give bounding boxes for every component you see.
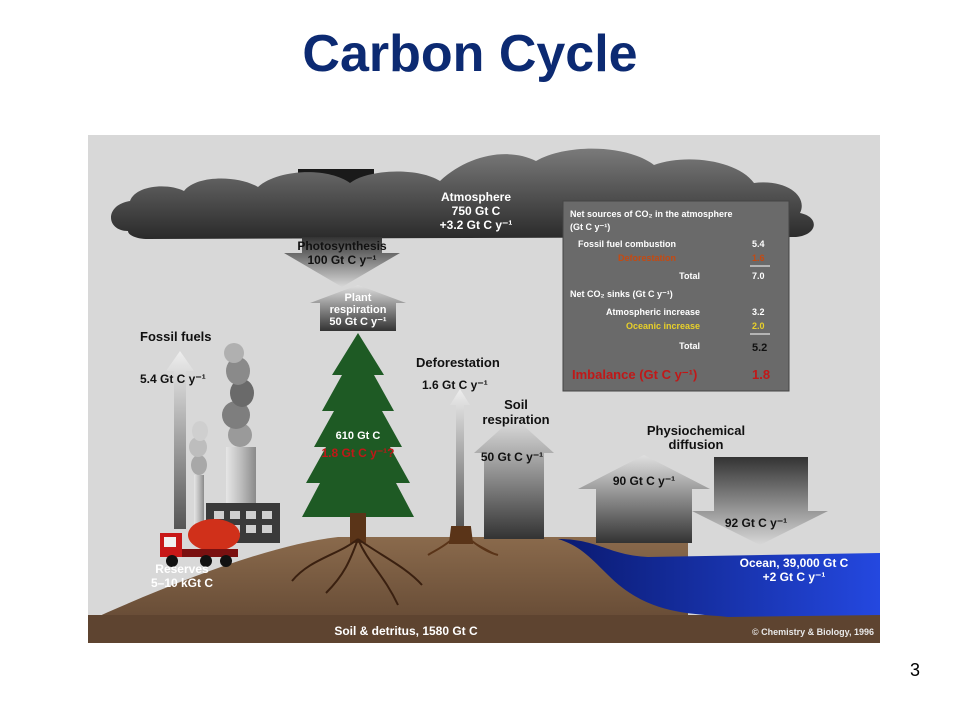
sources-heading-2: (Gt C y⁻¹) bbox=[570, 222, 610, 232]
factory bbox=[189, 343, 280, 543]
atmosphere-label: Atmosphere bbox=[441, 190, 511, 204]
soil-respiration-arrow bbox=[474, 417, 554, 539]
ocean-body bbox=[558, 539, 880, 617]
deforestation-value: 1.6 Gt C y⁻¹ bbox=[422, 378, 488, 392]
fossil-fuels-arrow bbox=[166, 351, 194, 529]
source-fossil-label: Fossil fuel combustion bbox=[578, 239, 676, 249]
sources-total-label: Total bbox=[679, 271, 700, 281]
plant-respiration-line1: Plant bbox=[345, 292, 372, 304]
diffusion-up-value: 90 Gt C y⁻¹ bbox=[613, 474, 675, 488]
physiochemical-line1: Physiochemical bbox=[647, 423, 745, 438]
sink-oceanic-value: 2.0 bbox=[752, 321, 765, 331]
soil-respiration-line2: respiration bbox=[482, 412, 549, 427]
photosynthesis-label: Photosynthesis bbox=[297, 239, 387, 253]
copyright-label: © Chemistry & Biology, 1996 bbox=[752, 627, 874, 637]
source-deforestation-value: 1.6 bbox=[752, 253, 765, 263]
deforestation-arrow bbox=[450, 389, 470, 529]
vegetation-uptake: 1.8 Gt C y⁻¹? bbox=[321, 446, 394, 460]
imbalance-value: 1.8 bbox=[752, 367, 770, 382]
plant-respiration-value: 50 Gt C y⁻¹ bbox=[329, 316, 386, 328]
vegetation-stock: 610 Gt C bbox=[336, 430, 381, 442]
atmosphere-change: +3.2 Gt C y⁻¹ bbox=[440, 218, 513, 232]
diffusion-up-arrow bbox=[578, 455, 710, 543]
truck bbox=[160, 519, 240, 567]
fossil-fuels-value: 5.4 Gt C y⁻¹ bbox=[140, 372, 206, 386]
sink-atmospheric-label: Atmospheric increase bbox=[606, 307, 700, 317]
sinks-total-value: 5.2 bbox=[752, 342, 767, 354]
plant-respiration-arrow bbox=[310, 285, 406, 331]
soil-respiration-value: 50 Gt C y⁻¹ bbox=[481, 450, 543, 464]
ocean-stock: Ocean, 39,000 Gt C bbox=[740, 556, 849, 570]
sinks-heading: Net CO₂ sinks (Gt C y⁻¹) bbox=[570, 289, 673, 299]
plant-respiration-line2: respiration bbox=[330, 304, 387, 316]
slide-title: Carbon Cycle bbox=[302, 25, 638, 83]
soil-respiration-line1: Soil bbox=[504, 397, 528, 412]
fossil-fuels-label: Fossil fuels bbox=[140, 329, 212, 344]
source-deforestation-label: Deforestation bbox=[618, 253, 676, 263]
sink-oceanic-label: Oceanic increase bbox=[626, 321, 700, 331]
atmosphere-stock: 750 Gt C bbox=[452, 204, 501, 218]
diffusion-down-arrow bbox=[692, 457, 828, 545]
page-number: 3 bbox=[909, 660, 920, 680]
sink-atmospheric-value: 3.2 bbox=[752, 307, 765, 317]
reserves-value: 5–10 kGt C bbox=[151, 576, 213, 590]
photosynthesis-value: 100 Gt C y⁻¹ bbox=[307, 253, 376, 267]
tree-stump bbox=[427, 526, 499, 556]
source-fossil-value: 5.4 bbox=[752, 239, 765, 249]
sources-total-value: 7.0 bbox=[752, 271, 765, 281]
reserves-label: Reserves bbox=[155, 562, 209, 576]
deforestation-label: Deforestation bbox=[416, 355, 500, 370]
sinks-total-label: Total bbox=[679, 341, 700, 351]
soil-base bbox=[88, 615, 880, 643]
photosynthesis-arrow bbox=[284, 237, 400, 287]
sources-heading-1: Net sources of CO₂ in the atmosphere bbox=[570, 209, 733, 219]
carbon-cycle-diagram: Atmosphere 750 Gt C +3.2 Gt C y⁻¹ Photos… bbox=[88, 135, 880, 643]
ocean-change: +2 Gt C y⁻¹ bbox=[763, 570, 826, 584]
physiochemical-line2: diffusion bbox=[669, 437, 724, 452]
soil-label: Soil & detritus, 1580 Gt C bbox=[334, 624, 478, 638]
tree bbox=[291, 333, 423, 606]
diffusion-down-value: 92 Gt C y⁻¹ bbox=[725, 516, 787, 530]
carbon-budget-table: Net sources of CO₂ in the atmosphere (Gt… bbox=[562, 200, 790, 392]
imbalance-label: Imbalance (Gt C y⁻¹) bbox=[572, 367, 697, 382]
